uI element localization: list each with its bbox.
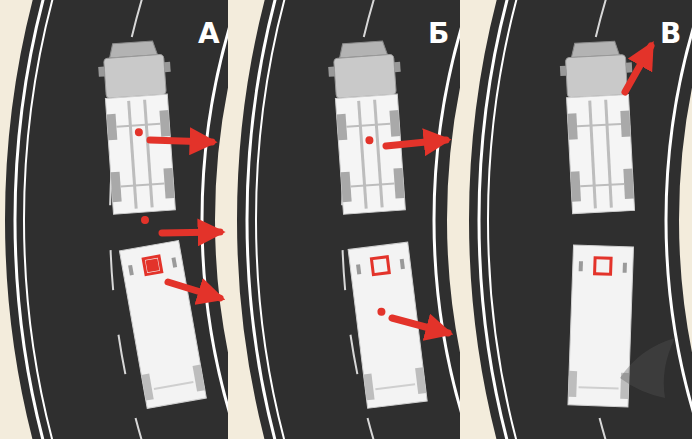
road-c — [479, 0, 692, 439]
panel-letter: Б — [428, 20, 449, 48]
road-b — [247, 0, 460, 439]
force-arrows-a — [150, 140, 220, 298]
force-point — [365, 136, 374, 145]
skid-marks — [620, 338, 675, 398]
force-arrows-c — [625, 46, 651, 92]
force-point — [135, 128, 144, 137]
panel-letter: А — [198, 20, 220, 48]
panel-letter: В — [660, 20, 681, 48]
truck-c — [549, 40, 650, 410]
road-a — [15, 0, 228, 439]
force-point — [377, 308, 386, 317]
truck-a — [97, 39, 207, 410]
force-point — [141, 216, 150, 225]
truck-b — [327, 40, 428, 410]
force-arrows-b — [386, 140, 448, 333]
force-point — [146, 258, 160, 272]
